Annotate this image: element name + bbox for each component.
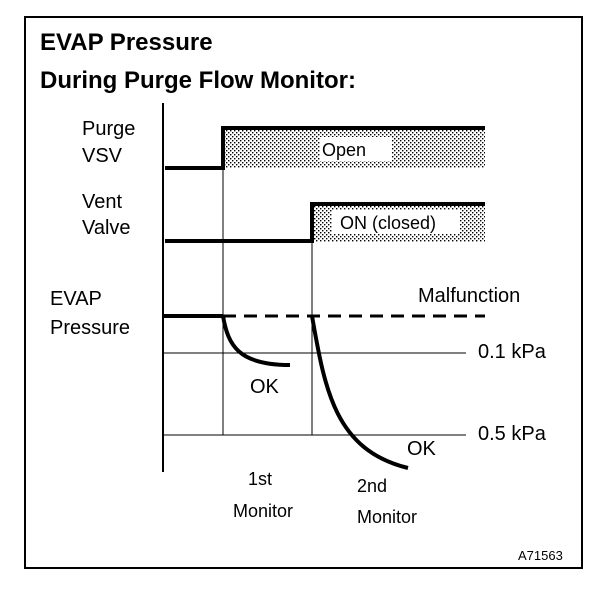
first-monitor-label-2: Monitor xyxy=(233,501,293,521)
title-line-1: EVAP Pressure xyxy=(40,29,213,56)
vent-valve-trace xyxy=(165,202,485,243)
second-monitor-label-2: Monitor xyxy=(357,507,417,527)
second-monitor-label-1: 2nd xyxy=(357,476,387,496)
evap-pressure-label-1: EVAP xyxy=(50,288,102,310)
ok-label-first: OK xyxy=(250,376,280,398)
evap-pressure-label-2: Pressure xyxy=(50,317,130,339)
purge-vsv-state-label: Open xyxy=(322,140,366,160)
purge-vsv-label-2: VSV xyxy=(82,145,123,167)
vent-on-label-bg xyxy=(332,210,460,234)
title-line-2: During Purge Flow Monitor: xyxy=(40,67,356,94)
vent-valve-state-label: ON (closed) xyxy=(340,213,436,233)
purge-open-label-bg xyxy=(320,137,392,161)
second-monitor-pressure-curve xyxy=(310,315,409,470)
vent-valve-label-1: Vent xyxy=(82,191,122,213)
malfunction-label: Malfunction xyxy=(418,285,520,307)
first-monitor-pressure-curve xyxy=(221,315,291,367)
threshold-0-5-kpa-label: 0.5 kPa xyxy=(478,423,547,445)
threshold-0-1-kpa-label: 0.1 kPa xyxy=(478,341,547,363)
ok-label-second: OK xyxy=(407,438,437,460)
purge-vsv-label-1: Purge xyxy=(82,118,135,140)
purge-vsv-trace xyxy=(165,126,485,170)
diagram-frame xyxy=(24,16,583,569)
figure-id: A71563 xyxy=(518,548,563,563)
vent-valve-label-2: Valve xyxy=(82,217,131,239)
first-monitor-label-1: 1st xyxy=(248,469,272,489)
